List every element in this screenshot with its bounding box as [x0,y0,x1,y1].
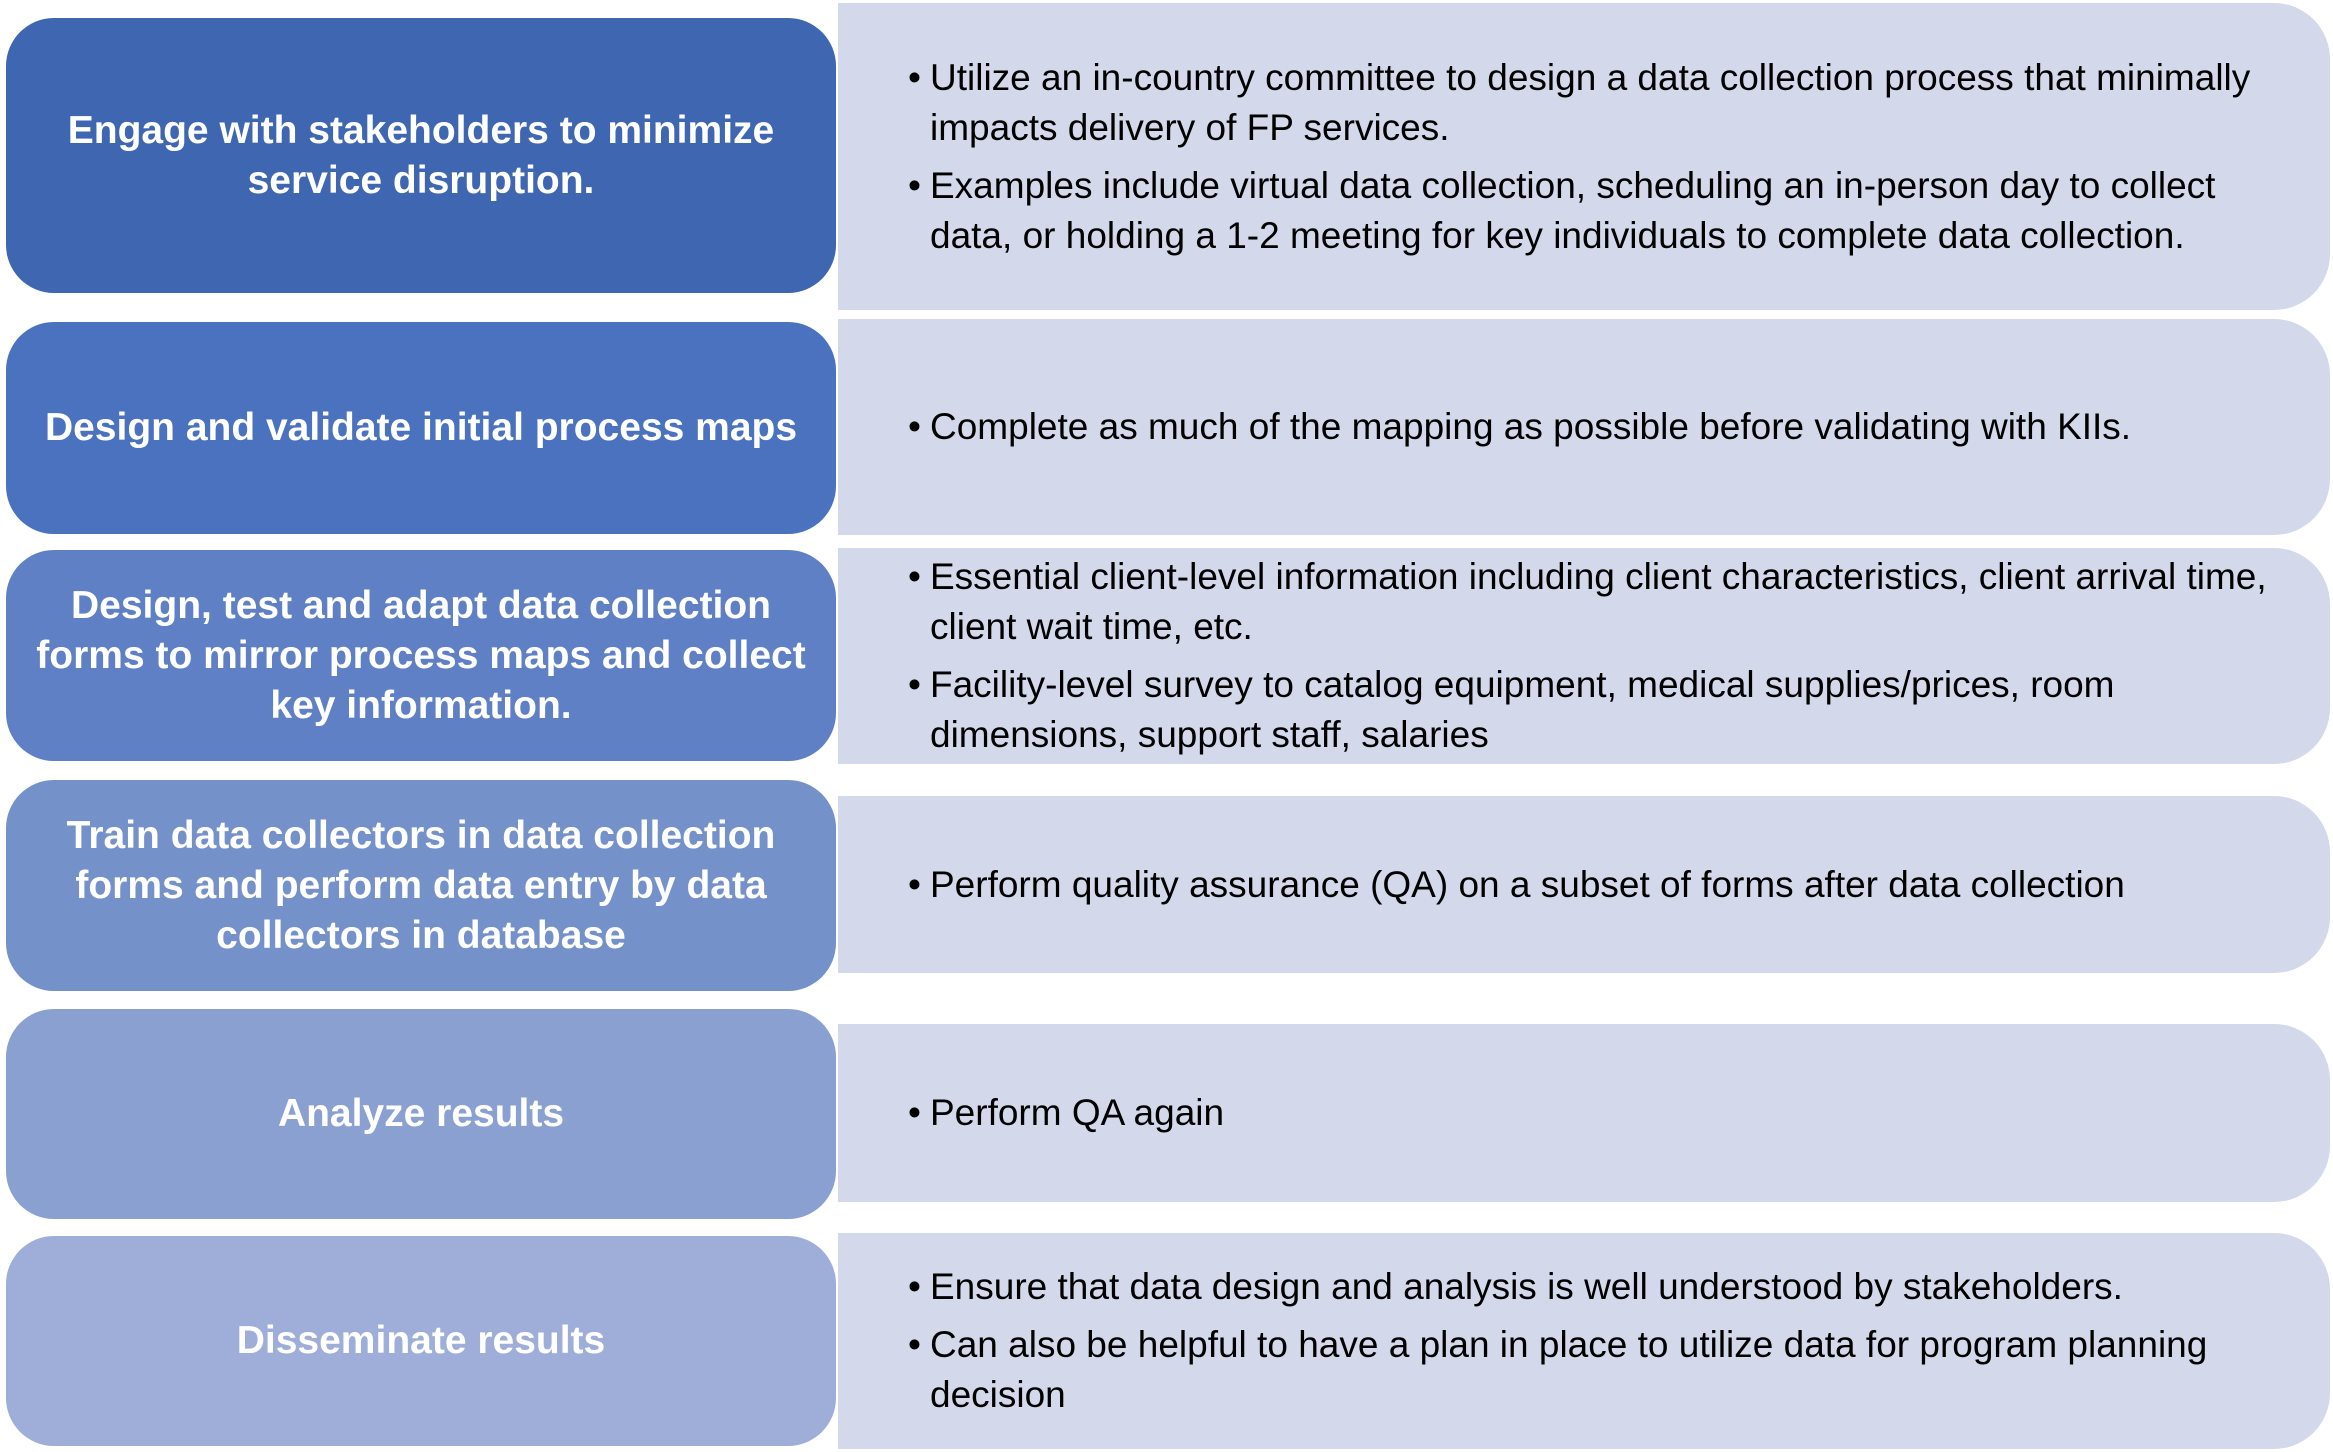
bullet-item: •Utilize an in-country committee to desi… [908,53,2270,153]
bullet-text: Essential client-level information inclu… [930,556,2267,647]
step-box: Train data collectors in data collection… [6,780,836,991]
bullet-icon: • [908,1324,921,1365]
bullet-icon: • [908,56,921,98]
bullet-item: •Perform QA again [908,1088,2270,1138]
bullet-icon: • [908,406,921,447]
step-title: Train data collectors in data collection… [66,813,776,957]
bullet-icon: • [908,1266,921,1307]
step-title: Analyze results [277,1092,565,1135]
bullet-item: •Can also be helpful to have a plan in p… [908,1320,2270,1420]
detail-panel: •Perform quality assurance (QA) on a sub… [838,796,2330,973]
bullet-item: •Examples include virtual data collectio… [908,161,2270,261]
step-title: Design, test and adapt data collection f… [36,583,806,727]
detail-panel: •Complete as much of the mapping as poss… [838,319,2330,535]
bullet-text: Examples include virtual data collection… [930,164,2216,256]
bullet-icon: • [908,863,921,905]
step-title: Design and validate initial process maps [44,406,798,449]
bullet-text: Ensure that data design and analysis is … [930,1266,2123,1307]
bullet-item: •Facility-level survey to catalog equipm… [908,660,2270,760]
step-box: Engage with stakeholders to minimize ser… [6,18,836,293]
bullet-text: Can also be helpful to have a plan in pl… [930,1324,2208,1415]
bullet-item: •Essential client-level information incl… [908,552,2270,652]
bullet-icon: • [908,1092,921,1133]
bullet-item: •Complete as much of the mapping as poss… [908,402,2270,452]
step-title: Engage with stakeholders to minimize ser… [67,108,775,202]
bullet-text: Perform QA again [930,1092,1225,1133]
bullet-text: Complete as much of the mapping as possi… [930,406,2132,447]
step-box: Disseminate results [6,1236,836,1446]
bullet-item: •Ensure that data design and analysis is… [908,1262,2270,1312]
step-box: Design, test and adapt data collection f… [6,550,836,761]
step-box: Analyze results [6,1009,836,1219]
step-box: Design and validate initial process maps [6,322,836,534]
bullet-text: Utilize an in-country committee to desig… [930,56,2251,148]
bullet-text: Perform quality assurance (QA) on a subs… [930,863,2125,905]
bullet-text: Facility-level survey to catalog equipme… [930,664,2115,755]
bullet-icon: • [908,164,921,206]
bullet-icon: • [908,556,921,597]
bullet-item: •Perform quality assurance (QA) on a sub… [908,860,2270,910]
detail-panel: •Perform QA again [838,1024,2330,1202]
detail-panel: •Essential client-level information incl… [838,548,2330,764]
step-title: Disseminate results [236,1319,606,1362]
detail-panel: •Ensure that data design and analysis is… [838,1233,2330,1449]
detail-panel: •Utilize an in-country committee to desi… [838,3,2330,310]
bullet-icon: • [908,664,921,705]
